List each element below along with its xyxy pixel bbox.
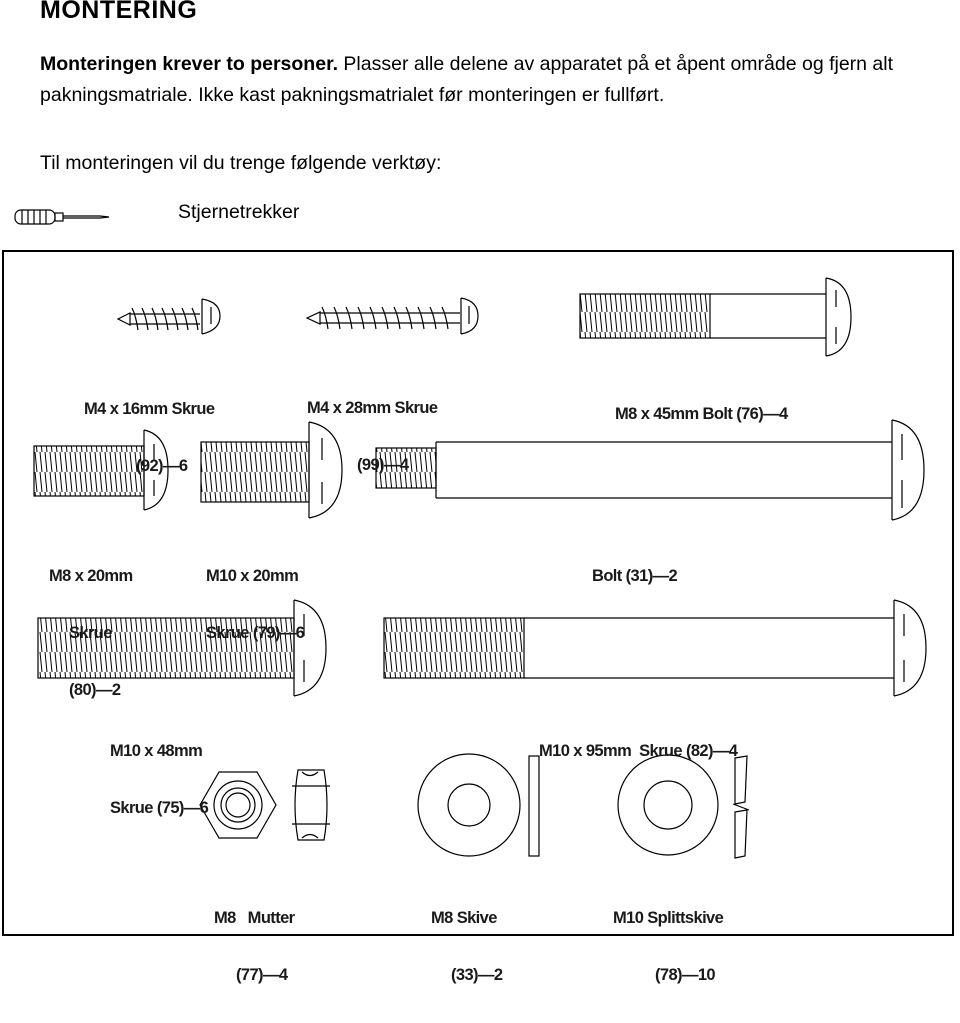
- part-label-m10-48: M10 x 48mm Skrue (75)—6: [110, 704, 209, 856]
- part-label-m8-nut: M8 Mutter (77)—4: [214, 871, 295, 1023]
- parts-panel: M4 x 16mm Skrue (92)—6 M4 x 28mm Skrue (…: [2, 250, 954, 984]
- m4-16-screw-icon: [116, 298, 221, 335]
- tool-label: Stjernetrekker: [178, 201, 300, 223]
- page-title: MONTERING: [40, 0, 198, 24]
- part-label-m8-20: M8 x 20mm Skrue (80)—2: [49, 529, 133, 738]
- m10-48-screw-icon: [37, 599, 327, 697]
- bolt-31-icon: [375, 419, 925, 521]
- part-label-m8-washer: M8 Skive (33)—2: [431, 871, 503, 1023]
- tools-intro: Til monteringen vil du trenge følgende v…: [40, 152, 442, 174]
- m10-95-screw-icon: [383, 599, 927, 697]
- part-count: Skrue (79)—6: [206, 624, 305, 642]
- part-label-m10-20: M10 x 20mm Skrue (79)—6: [206, 529, 305, 681]
- part-count: (77)—4: [236, 966, 288, 984]
- part-name: M10 x 95mm Skrue (82)—4: [539, 742, 738, 760]
- part-count: (92)—6: [136, 457, 188, 475]
- part-label-m4-28: M4 x 28mm Skrue (99)—4: [307, 361, 438, 513]
- part-count: Skrue (75)—6: [110, 799, 209, 817]
- part-name: Bolt (31)—2: [592, 567, 678, 585]
- part-name: M8 Mutter: [214, 909, 295, 927]
- part-count: (99)—4: [357, 456, 409, 474]
- m8-nut-front-icon: [199, 771, 277, 839]
- part-name: M4 x 28mm Skrue: [307, 399, 438, 417]
- part-label-m4-16: M4 x 16mm Skrue (92)—6: [84, 362, 215, 514]
- m4-28-screw-icon: [305, 297, 479, 335]
- part-label-m10-split-washer: M10 Splittskive (78)—10: [613, 871, 724, 1023]
- part-type: Skrue: [69, 624, 112, 642]
- m8-45-bolt-icon: [579, 277, 852, 357]
- screwdriver-icon: [14, 209, 110, 225]
- intro-paragraph: Monteringen krever to personer. Plasser …: [40, 49, 920, 111]
- m10-20-screw-icon: [200, 421, 343, 519]
- intro-bold: Monteringen krever to personer.: [40, 53, 338, 75]
- part-name: M10 x 48mm: [110, 742, 203, 760]
- part-name: M10 x 20mm: [206, 567, 299, 585]
- part-name: M10 Splittskive: [613, 909, 724, 927]
- part-name: M8 x 20mm: [49, 567, 133, 585]
- part-count: (33)—2: [451, 966, 503, 984]
- intro-text: Plasser alle delene av apparatet på et å…: [40, 53, 894, 106]
- part-name: M4 x 16mm Skrue: [84, 400, 215, 418]
- m8-20-screw-icon: [33, 429, 169, 511]
- m8-washer-icon: [417, 753, 521, 857]
- part-count: (80)—2: [69, 681, 121, 699]
- m10-split-washer-icon: [617, 754, 719, 856]
- parts-illustration: [33, 277, 927, 859]
- part-name: M8 x 45mm Bolt (76)—4: [615, 405, 788, 423]
- part-label-bolt-31: Bolt (31)—2: [592, 529, 678, 624]
- part-label-m10-95: M10 x 95mm Skrue (82)—4: [539, 704, 738, 799]
- m8-nut-side-icon: [292, 769, 330, 841]
- m8-washer-side-icon: [528, 755, 540, 857]
- part-count: (78)—10: [655, 966, 716, 984]
- m10-split-washer-side-icon: [732, 755, 750, 859]
- part-label-m8-45: M8 x 45mm Bolt (76)—4: [615, 367, 788, 462]
- part-name: M8 Skive: [431, 909, 497, 927]
